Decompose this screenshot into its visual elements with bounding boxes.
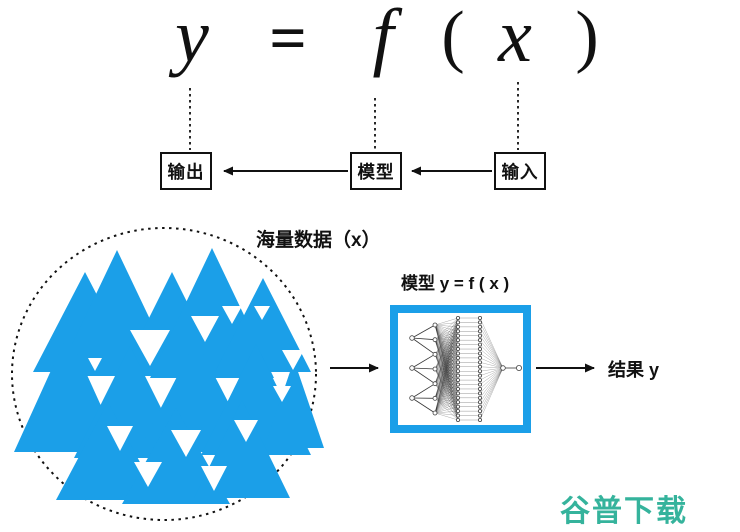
mass-data-label: 海量数据（x） [256,230,381,251]
nn-node [456,342,461,347]
nn-node [432,366,438,372]
formula-equals: = [269,2,307,75]
gap-triangle [88,358,102,371]
nn-node [516,365,523,372]
nn-node [456,355,461,360]
nn-node [478,369,483,374]
nn-node [432,410,438,416]
nn-node [432,322,438,328]
nn-node [456,382,461,387]
formula-rparen: ) [575,0,599,75]
gap-triangle [191,316,219,342]
data-triangle [56,402,160,500]
nn-node [478,338,483,343]
nn-node [456,391,461,396]
model-formula-label: 模型 y = f ( x ) [401,274,510,293]
nn-node [409,395,415,401]
nn-node [456,369,461,374]
nn-node [456,324,461,329]
gap-triangle [107,426,133,451]
nn-node [456,373,461,378]
nn-node [456,333,461,338]
nn-node [456,413,461,418]
nn-node [456,360,461,365]
nn-nodes [409,316,523,423]
gap-triangle [130,330,170,366]
nn-node [456,386,461,391]
nn-node [456,400,461,405]
input-box: 输入 [494,152,546,190]
nn-node [409,335,415,341]
nn-node [432,351,438,357]
nn-node [478,342,483,347]
data-triangle [264,360,324,448]
neural-network-box [390,305,531,433]
nn-node [432,381,438,387]
nn-node [478,386,483,391]
nn-node [478,413,483,418]
nn-node [478,320,483,325]
nn-node [478,382,483,387]
nn-node [478,404,483,409]
nn-node [456,351,461,356]
formula-lparen: ( [441,0,465,75]
nn-node [432,395,438,401]
data-circle [11,227,317,521]
nn-node [456,329,461,334]
gap-triangle [273,386,291,402]
formula-x: x [498,0,532,78]
nn-node [456,395,461,400]
nn-node [432,337,438,343]
nn-node [456,378,461,383]
gap-triangle [171,430,201,457]
gap-triangle [222,306,242,324]
nn-links [411,317,519,421]
nn-node [478,378,483,383]
nn-node [456,316,461,321]
nn-node [478,395,483,400]
nn-node [478,316,483,321]
gap-triangle [134,462,162,487]
nn-node [456,404,461,409]
nn-node [456,320,461,325]
gap-triangle [254,306,270,320]
gap-triangle [234,420,258,442]
nn-node [456,338,461,343]
nn-node [456,364,461,369]
formula-f: f [372,0,394,78]
nn-node [409,365,415,371]
nn-node [456,409,461,414]
nn-node [478,329,483,334]
nn-node [478,409,483,414]
nn-node [478,400,483,405]
nn-node [478,355,483,360]
nn-node [478,364,483,369]
triangle-cluster [14,248,324,504]
nn-node [478,351,483,356]
gap-triangle [282,350,304,370]
nn-node [456,347,461,352]
nn-node [478,373,483,378]
nn-node [478,418,483,423]
nn-node [456,418,461,423]
model-box: 模型 [350,152,402,190]
gap-triangle [201,466,227,491]
nn-node [478,324,483,329]
neural-network-diagram [409,316,523,423]
nn-node [500,365,506,371]
output-box: 输出 [160,152,212,190]
nn-node [478,360,483,365]
data-triangle [215,278,311,372]
result-label: 结果 y [608,360,660,380]
nn-node [478,391,483,396]
nn-node [478,333,483,338]
nn-node [478,347,483,352]
formula-y: y [175,0,209,78]
watermark: 谷普下载 [560,495,688,528]
